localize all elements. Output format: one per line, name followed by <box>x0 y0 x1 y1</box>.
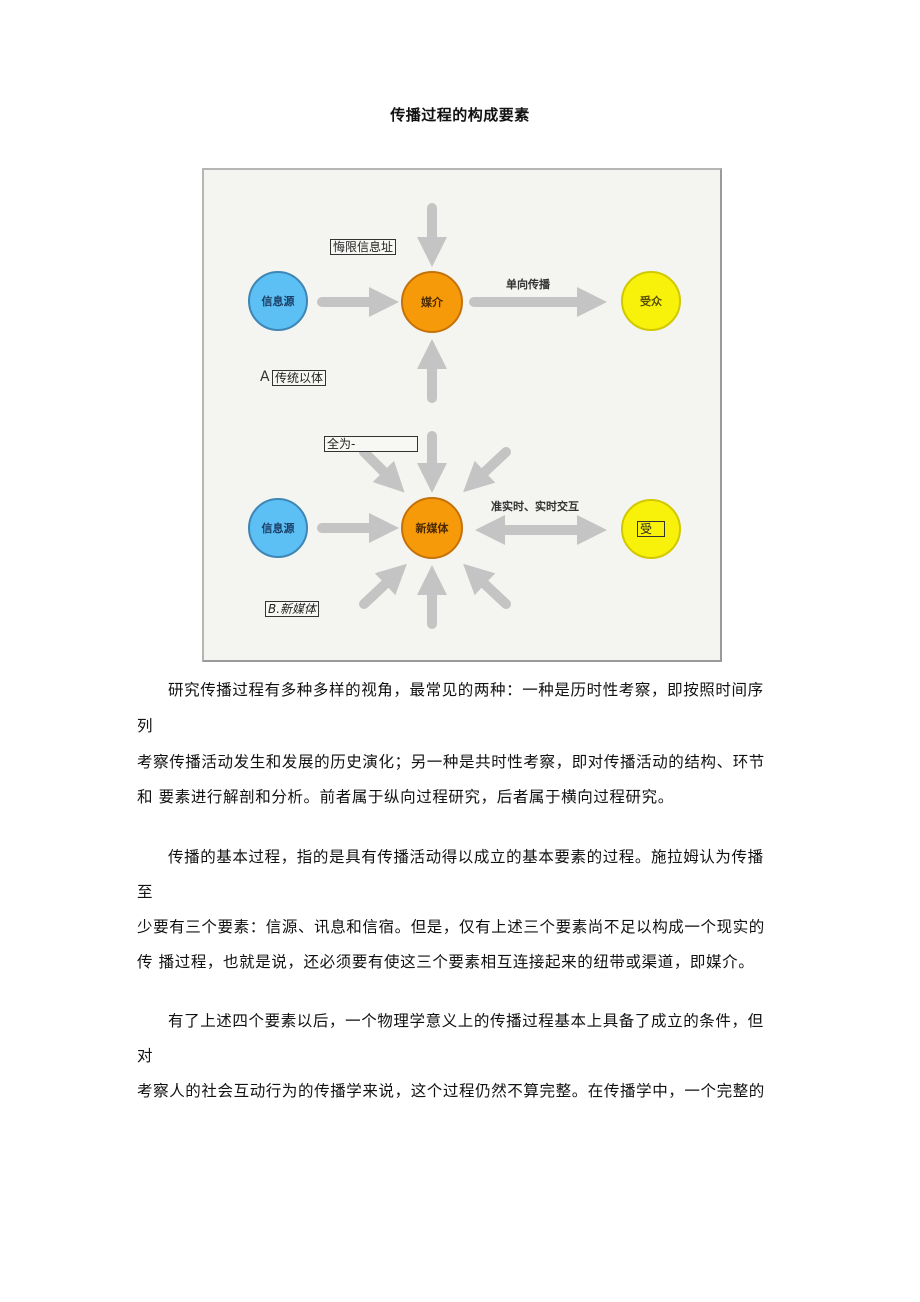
caption-a-prefix: A <box>260 369 270 385</box>
paragraph-3-line-1: 有了上述四个要素以后，一个物理学意义上的传播过程基本上具备了成立的条件，但 <box>168 1012 764 1030</box>
paragraph-1-line-4: 和 要素进行解剖和分析。前者属于纵向过程研究，后者属于横向过程研究。 <box>137 788 674 806</box>
caption-a: 传统以体 <box>272 370 327 386</box>
label-interactive: 准实时、实时交互 <box>491 500 579 513</box>
node-medium-a: 媒介 <box>401 271 463 333</box>
node-new-media: 新媒体 <box>401 497 463 559</box>
node-label: 新媒体 <box>415 522 449 535</box>
paragraph-3-line-2: 对 <box>137 1047 154 1065</box>
node-label: 媒介 <box>421 296 443 309</box>
label-one-way: 单向传播 <box>506 278 550 291</box>
node-label: 信息源 <box>261 295 295 308</box>
node-label: 受 <box>636 521 665 537</box>
paragraph-1-line-2: 列 <box>137 717 154 735</box>
paragraph-2-line-1: 传播的基本过程，指的是具有传播活动得以成立的基本要素的过程。施拉姆认为传播 <box>168 848 764 866</box>
paragraph-3-line-3: 考察人的社会互动行为的传播学来说，这个过程仍然不算完整。在传播学中，一个完整的 <box>137 1082 765 1100</box>
node-audience-b: 受 <box>621 499 681 559</box>
note-box-a: 悔限信息址 <box>330 239 397 255</box>
paragraph-2-line-3: 少要有三个要素：信源、讯息和信宿。但是，仅有上述三个要素尚不足以构成一个现实的 <box>137 918 765 936</box>
caption-b: B.新媒体 <box>265 601 320 617</box>
node-audience-a: 受众 <box>621 271 681 331</box>
node-label: 信息源 <box>261 522 295 535</box>
note-box-b: 全为- <box>324 436 419 452</box>
paragraph-1-line-3: 考察传播活动发生和发展的历史演化；另一种是共时性考察，即对传播活动的结构、环节 <box>137 753 765 771</box>
paragraph-2-line-4: 传 播过程，也就是说，还必须要有使这三个要素相互连接起来的纽带或渠道，即媒介。 <box>137 953 755 971</box>
node-info-source-b: 信息源 <box>248 498 308 558</box>
diagram-arrows <box>317 203 607 629</box>
node-label: 受众 <box>640 295 662 308</box>
paragraph-1-line-1: 研究传播过程有多种多样的视角，最常见的两种：一种是历时性考察，即按照时间序 <box>168 681 764 699</box>
document-title: 传播过程的构成要素 <box>390 106 530 124</box>
node-info-source-a: 信息源 <box>248 271 308 331</box>
communication-process-diagram: 信息源 媒介 受众 单向传播 悔限信息址 A 传统以体 信息源 新媒体 受 准实… <box>202 168 722 662</box>
paragraph-2-line-2: 至 <box>137 883 154 901</box>
